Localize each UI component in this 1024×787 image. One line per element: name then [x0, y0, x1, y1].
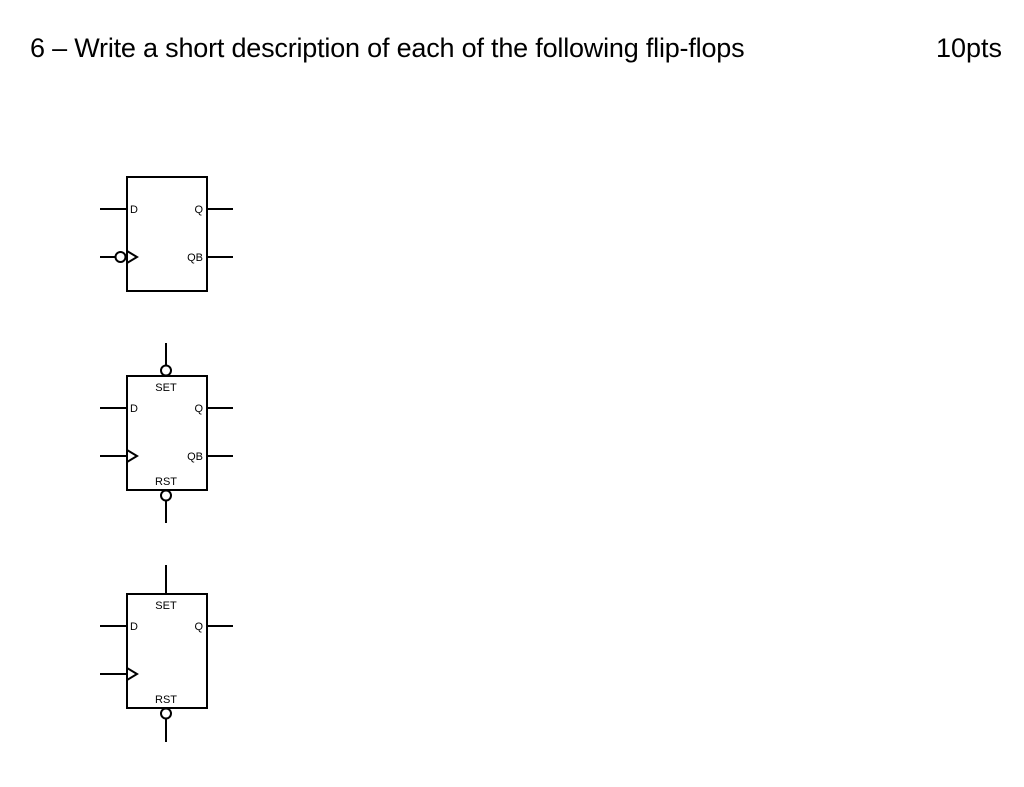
flip-flop-3-clock-triangle — [126, 667, 139, 681]
flip-flop-2-d-label: D — [130, 403, 138, 415]
flip-flop-3: SET D Q RST — [100, 565, 233, 742]
flip-flop-2: SET D Q QB RST — [100, 343, 233, 523]
flip-flop-3-set-label: SET — [155, 600, 177, 612]
flip-flop-1-d-label: D — [130, 204, 138, 216]
flip-flop-3-q-label: Q — [194, 621, 203, 633]
flip-flop-2-rst-label: RST — [155, 476, 177, 488]
flip-flop-2-set-label: SET — [155, 382, 177, 394]
flip-flop-3-rst-label: RST — [155, 694, 177, 706]
flip-flop-3-d-label: D — [130, 621, 138, 633]
flip-flop-1-clk-inversion-bubble — [114, 251, 127, 263]
flip-flop-2-qb-label: QB — [187, 451, 203, 463]
flip-flop-1: D Q QB — [100, 176, 233, 292]
question-points: 10pts — [935, 33, 1002, 63]
flip-flop-3-rst-inversion-bubble — [160, 707, 172, 720]
flip-flop-1-qb-label: QB — [187, 252, 203, 264]
flip-flop-2-set-inversion-bubble — [160, 364, 172, 377]
question-title: 6 – Write a short description of each of… — [30, 33, 745, 63]
flip-flop-2-q-label: Q — [194, 403, 203, 415]
flip-flop-1-clock-triangle — [126, 250, 139, 264]
flip-flop-1-body — [126, 176, 208, 292]
flip-flop-2-rst-inversion-bubble — [160, 489, 172, 502]
flip-flop-2-clock-triangle — [126, 449, 139, 463]
flip-flop-1-q-label: Q — [194, 204, 203, 216]
